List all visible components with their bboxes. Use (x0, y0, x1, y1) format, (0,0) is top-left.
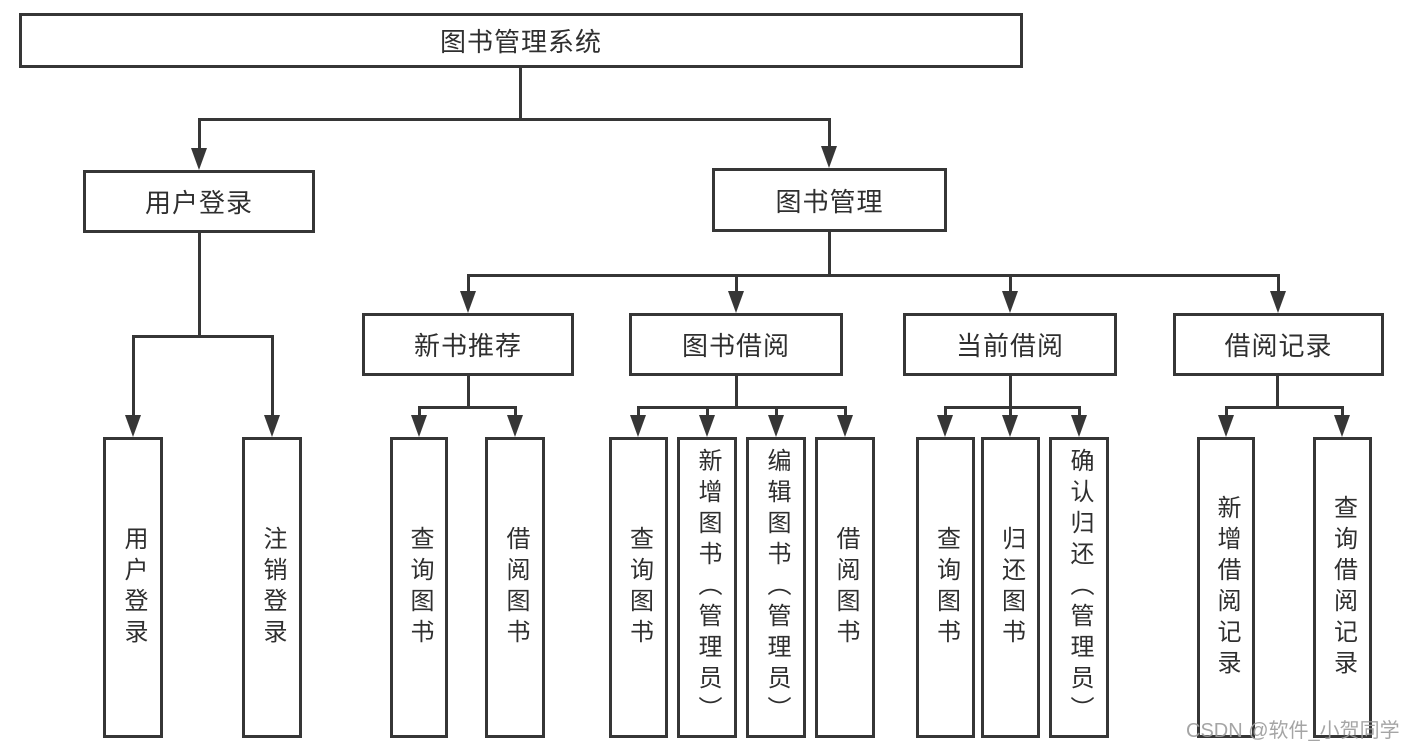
connector-stem-user-login (198, 233, 201, 337)
node-label: 编辑图书（管理员） (763, 448, 790, 727)
connector-bus-current-borrowing (944, 406, 1080, 409)
node-label: 图书借阅 (681, 331, 790, 361)
node-label: 用户登录 (120, 525, 147, 650)
arrowhead-down-icon (191, 148, 207, 170)
node-label: 图书管理 (775, 186, 884, 217)
arrowhead-down-icon (1071, 415, 1087, 437)
connector-drop-line (844, 406, 847, 417)
leaf-query-book-1: 查询图书 (390, 437, 448, 738)
arrowhead-down-icon (125, 415, 141, 437)
node-label: 借阅图书 (502, 525, 529, 650)
leaf-user-login: 用户登录 (103, 437, 163, 738)
arrowhead-down-icon (699, 415, 715, 437)
connector-drop-line (198, 118, 201, 150)
arrowhead-down-icon (264, 415, 280, 437)
node-book-management: 图书管理 (712, 168, 947, 232)
leaf-add-book-admin: 新增图书（管理员） (677, 437, 737, 738)
arrowhead-down-icon (1002, 415, 1018, 437)
connector-stem-borrowing-records (1276, 376, 1279, 408)
node-label: 查询图书 (932, 525, 960, 650)
arrowhead-down-icon (821, 146, 837, 168)
node-label: 图书管理系统 (439, 27, 602, 57)
connector-drop-line (271, 335, 274, 417)
connector-drop-line (1009, 406, 1012, 417)
connector-drop-line (132, 335, 135, 417)
node-label: 注销登录 (259, 525, 286, 650)
connector-drop-line (1009, 274, 1012, 293)
connector-drop-line (706, 406, 709, 417)
leaf-return-book: 归还图书 (981, 437, 1040, 738)
arrowhead-down-icon (1334, 415, 1350, 437)
arrowhead-down-icon (1218, 415, 1234, 437)
leaf-borrow-book-2: 借阅图书 (815, 437, 875, 738)
connector-drop-line (1225, 406, 1228, 417)
connector-stem-current-borrowing (1009, 376, 1012, 408)
node-book-borrowing: 图书借阅 (629, 313, 843, 376)
arrowhead-down-icon (728, 291, 744, 313)
node-label: 查询借阅记录 (1329, 494, 1357, 681)
leaf-logout: 注销登录 (242, 437, 302, 738)
connector-drop-line (775, 406, 778, 417)
node-label: 查询图书 (625, 525, 653, 650)
node-label: 新书推荐 (413, 331, 522, 361)
node-label: 归还图书 (997, 525, 1025, 650)
connector-stem-root (519, 68, 522, 120)
connector-drop-line (467, 274, 470, 293)
arrowhead-down-icon (937, 415, 953, 437)
connector-drop-line (1277, 274, 1280, 293)
connector-bus-borrowing-records (1225, 406, 1344, 409)
connector-drop-line (828, 118, 831, 148)
connector-bus-level2 (198, 118, 831, 121)
node-borrowing-records: 借阅记录 (1173, 313, 1384, 376)
node-label: 借阅图书 (832, 525, 859, 650)
arrowhead-down-icon (837, 415, 853, 437)
arrowhead-down-icon (411, 415, 427, 437)
leaf-edit-book-admin: 编辑图书（管理员） (746, 437, 806, 738)
connector-stem-book-management (828, 232, 831, 276)
node-new-book-recommend: 新书推荐 (362, 313, 574, 376)
connector-drop-line (735, 274, 738, 293)
node-label: 查询图书 (406, 525, 433, 650)
connector-drop-line (418, 406, 421, 417)
connector-drop-line (1341, 406, 1344, 417)
leaf-add-borrow-record: 新增借阅记录 (1197, 437, 1255, 738)
connector-drop-line (944, 406, 947, 417)
connector-drop-line (637, 406, 640, 417)
node-label: 当前借阅 (955, 331, 1064, 361)
node-label: 确认归还（管理员） (1066, 448, 1093, 727)
connector-bus-level3 (467, 274, 1279, 277)
leaf-borrow-book-1: 借阅图书 (485, 437, 545, 738)
arrowhead-down-icon (507, 415, 523, 437)
connector-bus-book-borrowing (637, 406, 846, 409)
connector-drop-line (1078, 406, 1081, 417)
arrowhead-down-icon (1270, 291, 1286, 313)
connector-bus-new-book (418, 406, 516, 409)
leaf-query-book-2: 查询图书 (609, 437, 668, 738)
connector-stem-book-borrowing (735, 376, 738, 408)
arrowhead-down-icon (460, 291, 476, 313)
connector-stem-new-book (467, 376, 470, 408)
csdn-watermark: CSDN @软件_小贺同学 (1186, 720, 1400, 742)
node-user-login: 用户登录 (83, 170, 315, 233)
leaf-confirm-return-admin: 确认归还（管理员） (1049, 437, 1109, 738)
arrowhead-down-icon (630, 415, 646, 437)
leaf-query-book-3: 查询图书 (916, 437, 975, 738)
node-label: 新增借阅记录 (1213, 494, 1240, 681)
connector-drop-line (514, 406, 517, 417)
connector-bus-user-login (132, 335, 273, 338)
node-label: 用户登录 (144, 188, 253, 218)
arrowhead-down-icon (768, 415, 784, 437)
node-current-borrowing: 当前借阅 (903, 313, 1117, 376)
node-label: 借阅记录 (1224, 331, 1333, 361)
leaf-query-borrow-record: 查询借阅记录 (1313, 437, 1372, 738)
node-label: 新增图书（管理员） (694, 448, 721, 727)
arrowhead-down-icon (1002, 291, 1018, 313)
node-library-system: 图书管理系统 (19, 13, 1023, 68)
